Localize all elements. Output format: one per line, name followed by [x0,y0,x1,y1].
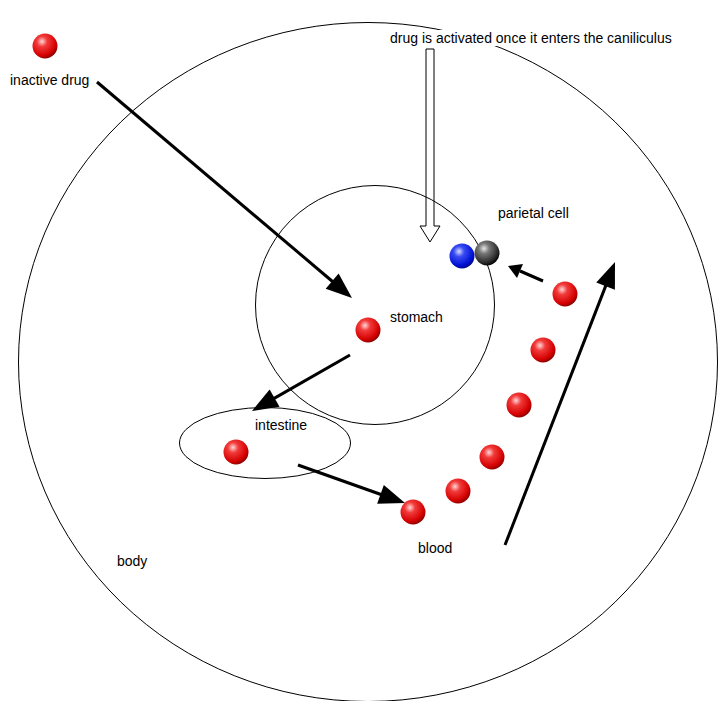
drug-ball [507,393,532,418]
drug-ball [31,32,59,60]
node-label: intestine [255,417,307,433]
drug-ball [480,445,505,470]
arrow-head [596,262,615,290]
drug-ball [553,282,578,307]
ball-circle [33,34,58,59]
outline-ellipse [180,408,351,479]
arrow-shaft [97,82,334,282]
outline-ellipse [256,186,495,425]
drug-ball [354,316,382,344]
parietal-cell-node: parietal cell [450,203,572,271]
node-label: inactive drug [10,72,89,88]
arrow-shaft [298,465,382,495]
flow-arrow [252,355,350,411]
drug-node: inactive drug [8,32,103,91]
flow-arrow [97,82,352,298]
node-label: body [117,553,147,569]
drug-ball [446,479,471,504]
blood-node: blood [396,497,456,559]
node-label: parietal cell [498,205,569,221]
flow-arrow [505,262,615,545]
drug-ball [222,438,250,466]
hollow-pointer-arrow [420,49,440,242]
body-outline: body stomach intestine blood parietal cell [18,22,718,701]
ball-circle [450,244,475,269]
blood-drug-chain [446,282,578,504]
small-arrow-shaft [520,271,543,281]
callout-note: drug is activated once it enters the can… [388,30,674,46]
arrow-shaft [505,284,606,545]
outline-shape [255,185,495,425]
drug-ball [448,242,476,270]
intestine-ellipse: intestine [179,407,351,479]
node-label: blood [418,540,452,556]
drug-ball [399,498,427,526]
flow-arrow [298,465,405,504]
ball-circle [401,500,426,525]
ball-circle [356,318,381,343]
outline-ellipse [19,23,718,701]
arrow-shaft [273,355,350,399]
outline-shape [18,22,718,701]
node-label: stomach [390,309,443,325]
small-arrow [508,264,543,281]
small-arrow-head [508,264,523,278]
ball-circle [475,241,500,266]
stomach-circle: stomach [255,185,495,425]
arrow-head [326,274,352,298]
arrow-head [377,485,405,504]
drug-ball [473,239,501,267]
ball-circle [224,440,249,465]
drug-ball [531,338,556,363]
